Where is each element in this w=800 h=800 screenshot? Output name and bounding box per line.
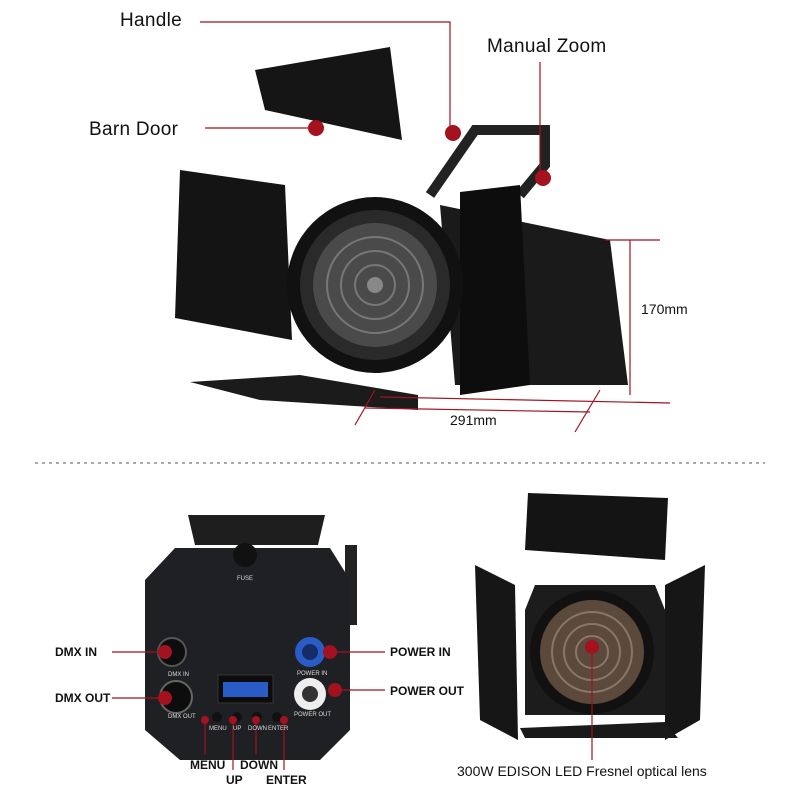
top-marker-dots bbox=[308, 120, 551, 186]
label-dmx-out: DMX OUT bbox=[55, 691, 111, 705]
label-dmx-in: DMX IN bbox=[55, 645, 97, 659]
panel-text-up: UP bbox=[233, 726, 242, 732]
fixture-side-view bbox=[175, 47, 628, 410]
lens-marker-dot bbox=[585, 640, 599, 654]
label-barn-door: Barn Door bbox=[89, 119, 179, 140]
panel-text-down: DOWN bbox=[248, 726, 267, 732]
label-power-in: POWER IN bbox=[390, 645, 451, 659]
label-power-out: POWER OUT bbox=[390, 684, 464, 698]
fixture-back-view bbox=[145, 515, 357, 760]
lens-caption: 300W EDISON LED Fresnel optical lens bbox=[457, 763, 707, 779]
label-handle: Handle bbox=[120, 10, 183, 31]
label-up: UP bbox=[226, 773, 243, 787]
top-leader-lines bbox=[200, 21, 671, 433]
label-enter: ENTER bbox=[266, 773, 307, 787]
label-length-dimension: 291mm bbox=[450, 412, 497, 428]
label-manual-zoom: Manual Zoom bbox=[487, 36, 607, 57]
panel-text-power-out: POWER OUT bbox=[294, 712, 331, 718]
panel-text-dmx-out: DMX OUT bbox=[168, 714, 196, 720]
label-down: DOWN bbox=[240, 758, 278, 772]
panel-text-power-in: POWER IN bbox=[297, 671, 328, 677]
label-height-dimension: 170mm bbox=[641, 301, 688, 317]
panel-text-enter: ENTER bbox=[268, 726, 289, 732]
bottom-left-marker-dots bbox=[158, 645, 342, 724]
label-menu: MENU bbox=[190, 758, 226, 772]
panel-text-dmx-in: DMX IN bbox=[168, 672, 189, 678]
fixture-front-view bbox=[475, 493, 705, 740]
panel-text-fuse: FUSE bbox=[237, 576, 254, 582]
bottom-left-leader-lines bbox=[112, 651, 385, 770]
panel-text-menu: MENU bbox=[209, 726, 227, 732]
